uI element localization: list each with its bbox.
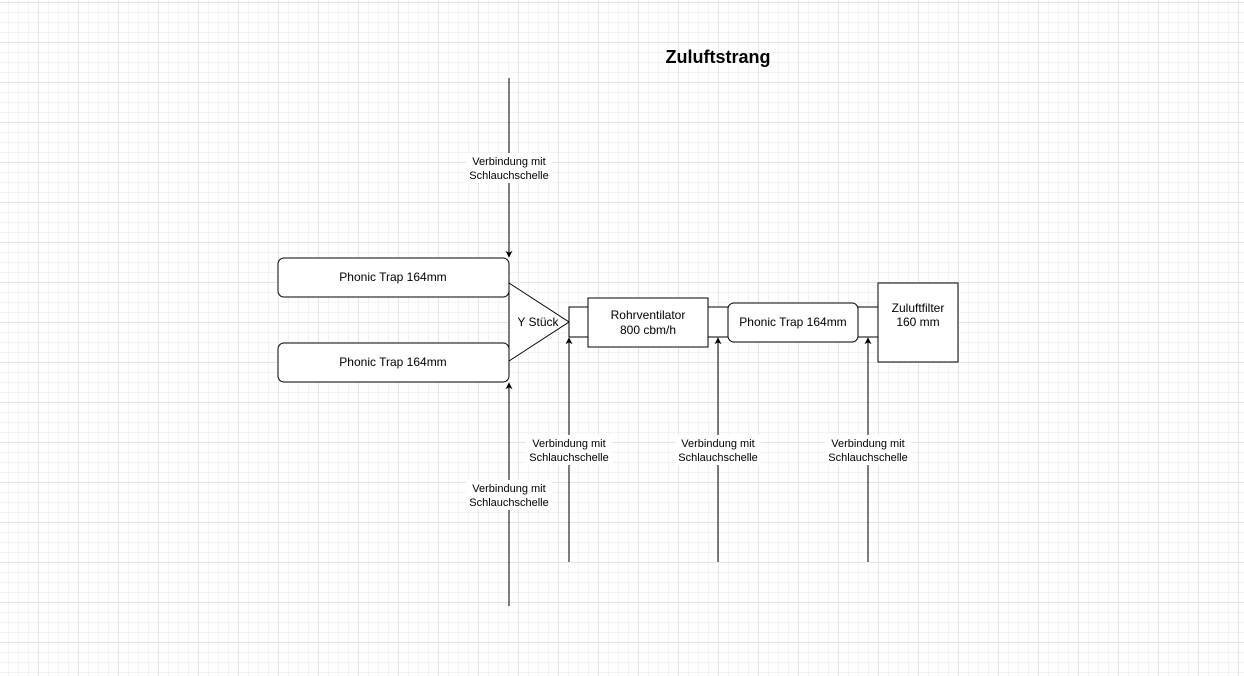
fan-label-line2: 800 cbm/h	[620, 323, 676, 337]
connector-bottom-label-line1: Verbindung mit	[472, 483, 545, 495]
connector-y-fan-label-line2: Schlauchschelle	[529, 452, 609, 464]
phonic-trap-bottom[interactable]: Phonic Trap 164mm	[277, 342, 510, 383]
connector-trap-filter[interactable]: Verbindung mit Schlauchschelle	[825, 337, 911, 562]
phonic-trap-top[interactable]: Phonic Trap 164mm	[277, 257, 510, 298]
phonic-trap-mid-label: Phonic Trap 164mm	[739, 315, 846, 329]
connector-bottom-label-line2: Schlauchschelle	[469, 497, 549, 509]
connector-trap-filter-label-line2: Schlauchschelle	[828, 452, 908, 464]
filter-label-line2: 160 mm	[896, 315, 939, 329]
connector-y-fan[interactable]: Verbindung mit Schlauchschelle	[526, 337, 612, 562]
y-piece[interactable]: Y Stück	[508, 282, 570, 362]
connector-top-label-line1: Verbindung mit	[472, 156, 545, 168]
y-piece-label: Y Stück	[517, 315, 559, 329]
rohrventilator-box[interactable]: Rohrventilator 800 cbm/h	[587, 297, 709, 348]
connector-top-label-line2: Schlauchschelle	[469, 170, 549, 182]
connector-fan-trap-label-line1: Verbindung mit	[681, 438, 754, 450]
phonic-trap-top-label: Phonic Trap 164mm	[339, 270, 446, 284]
connector-fan-trap[interactable]: Verbindung mit Schlauchschelle	[675, 337, 761, 562]
coupler-y-fan[interactable]	[568, 306, 589, 338]
connector-fan-trap-label-line2: Schlauchschelle	[678, 452, 758, 464]
coupler-trap-filter[interactable]	[857, 306, 879, 338]
phonic-trap-bottom-label: Phonic Trap 164mm	[339, 355, 446, 369]
connector-top[interactable]: Verbindung mit Schlauchschelle	[466, 78, 552, 258]
connector-bottom[interactable]: Verbindung mit Schlauchschelle	[466, 382, 552, 606]
fan-label-line1: Rohrventilator	[611, 308, 686, 322]
connector-trap-filter-label-line1: Verbindung mit	[831, 438, 904, 450]
filter-label-line1: Zuluftfilter	[892, 301, 945, 315]
zuluftfilter-box[interactable]: Zuluftfilter 160 mm	[877, 282, 959, 363]
coupler-fan-trap[interactable]	[707, 306, 729, 338]
phonic-trap-mid[interactable]: Phonic Trap 164mm	[727, 302, 859, 343]
diagram-title: Zuluftstrang	[666, 47, 771, 67]
connector-y-fan-label-line1: Verbindung mit	[532, 438, 605, 450]
